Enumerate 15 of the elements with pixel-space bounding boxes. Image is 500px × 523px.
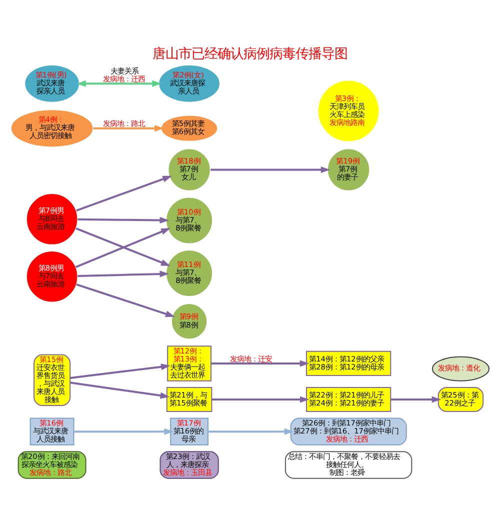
arrow: [78, 216, 170, 224]
arrow: [76, 80, 162, 87]
arrow: [70, 382, 170, 399]
arrow: [78, 270, 170, 278]
arrow: [212, 396, 310, 403]
arrow: [390, 396, 442, 403]
arrow: [76, 283, 175, 318]
arrow: [74, 428, 174, 435]
arrow: [210, 166, 330, 174]
arrow: [70, 364, 170, 379]
arrow: [208, 428, 294, 435]
diagram-title: 唐山市已经确认病例病毒传播导图: [152, 47, 348, 62]
arrow: [211, 360, 310, 367]
arrow: [93, 125, 164, 132]
arrow: [76, 176, 172, 212]
